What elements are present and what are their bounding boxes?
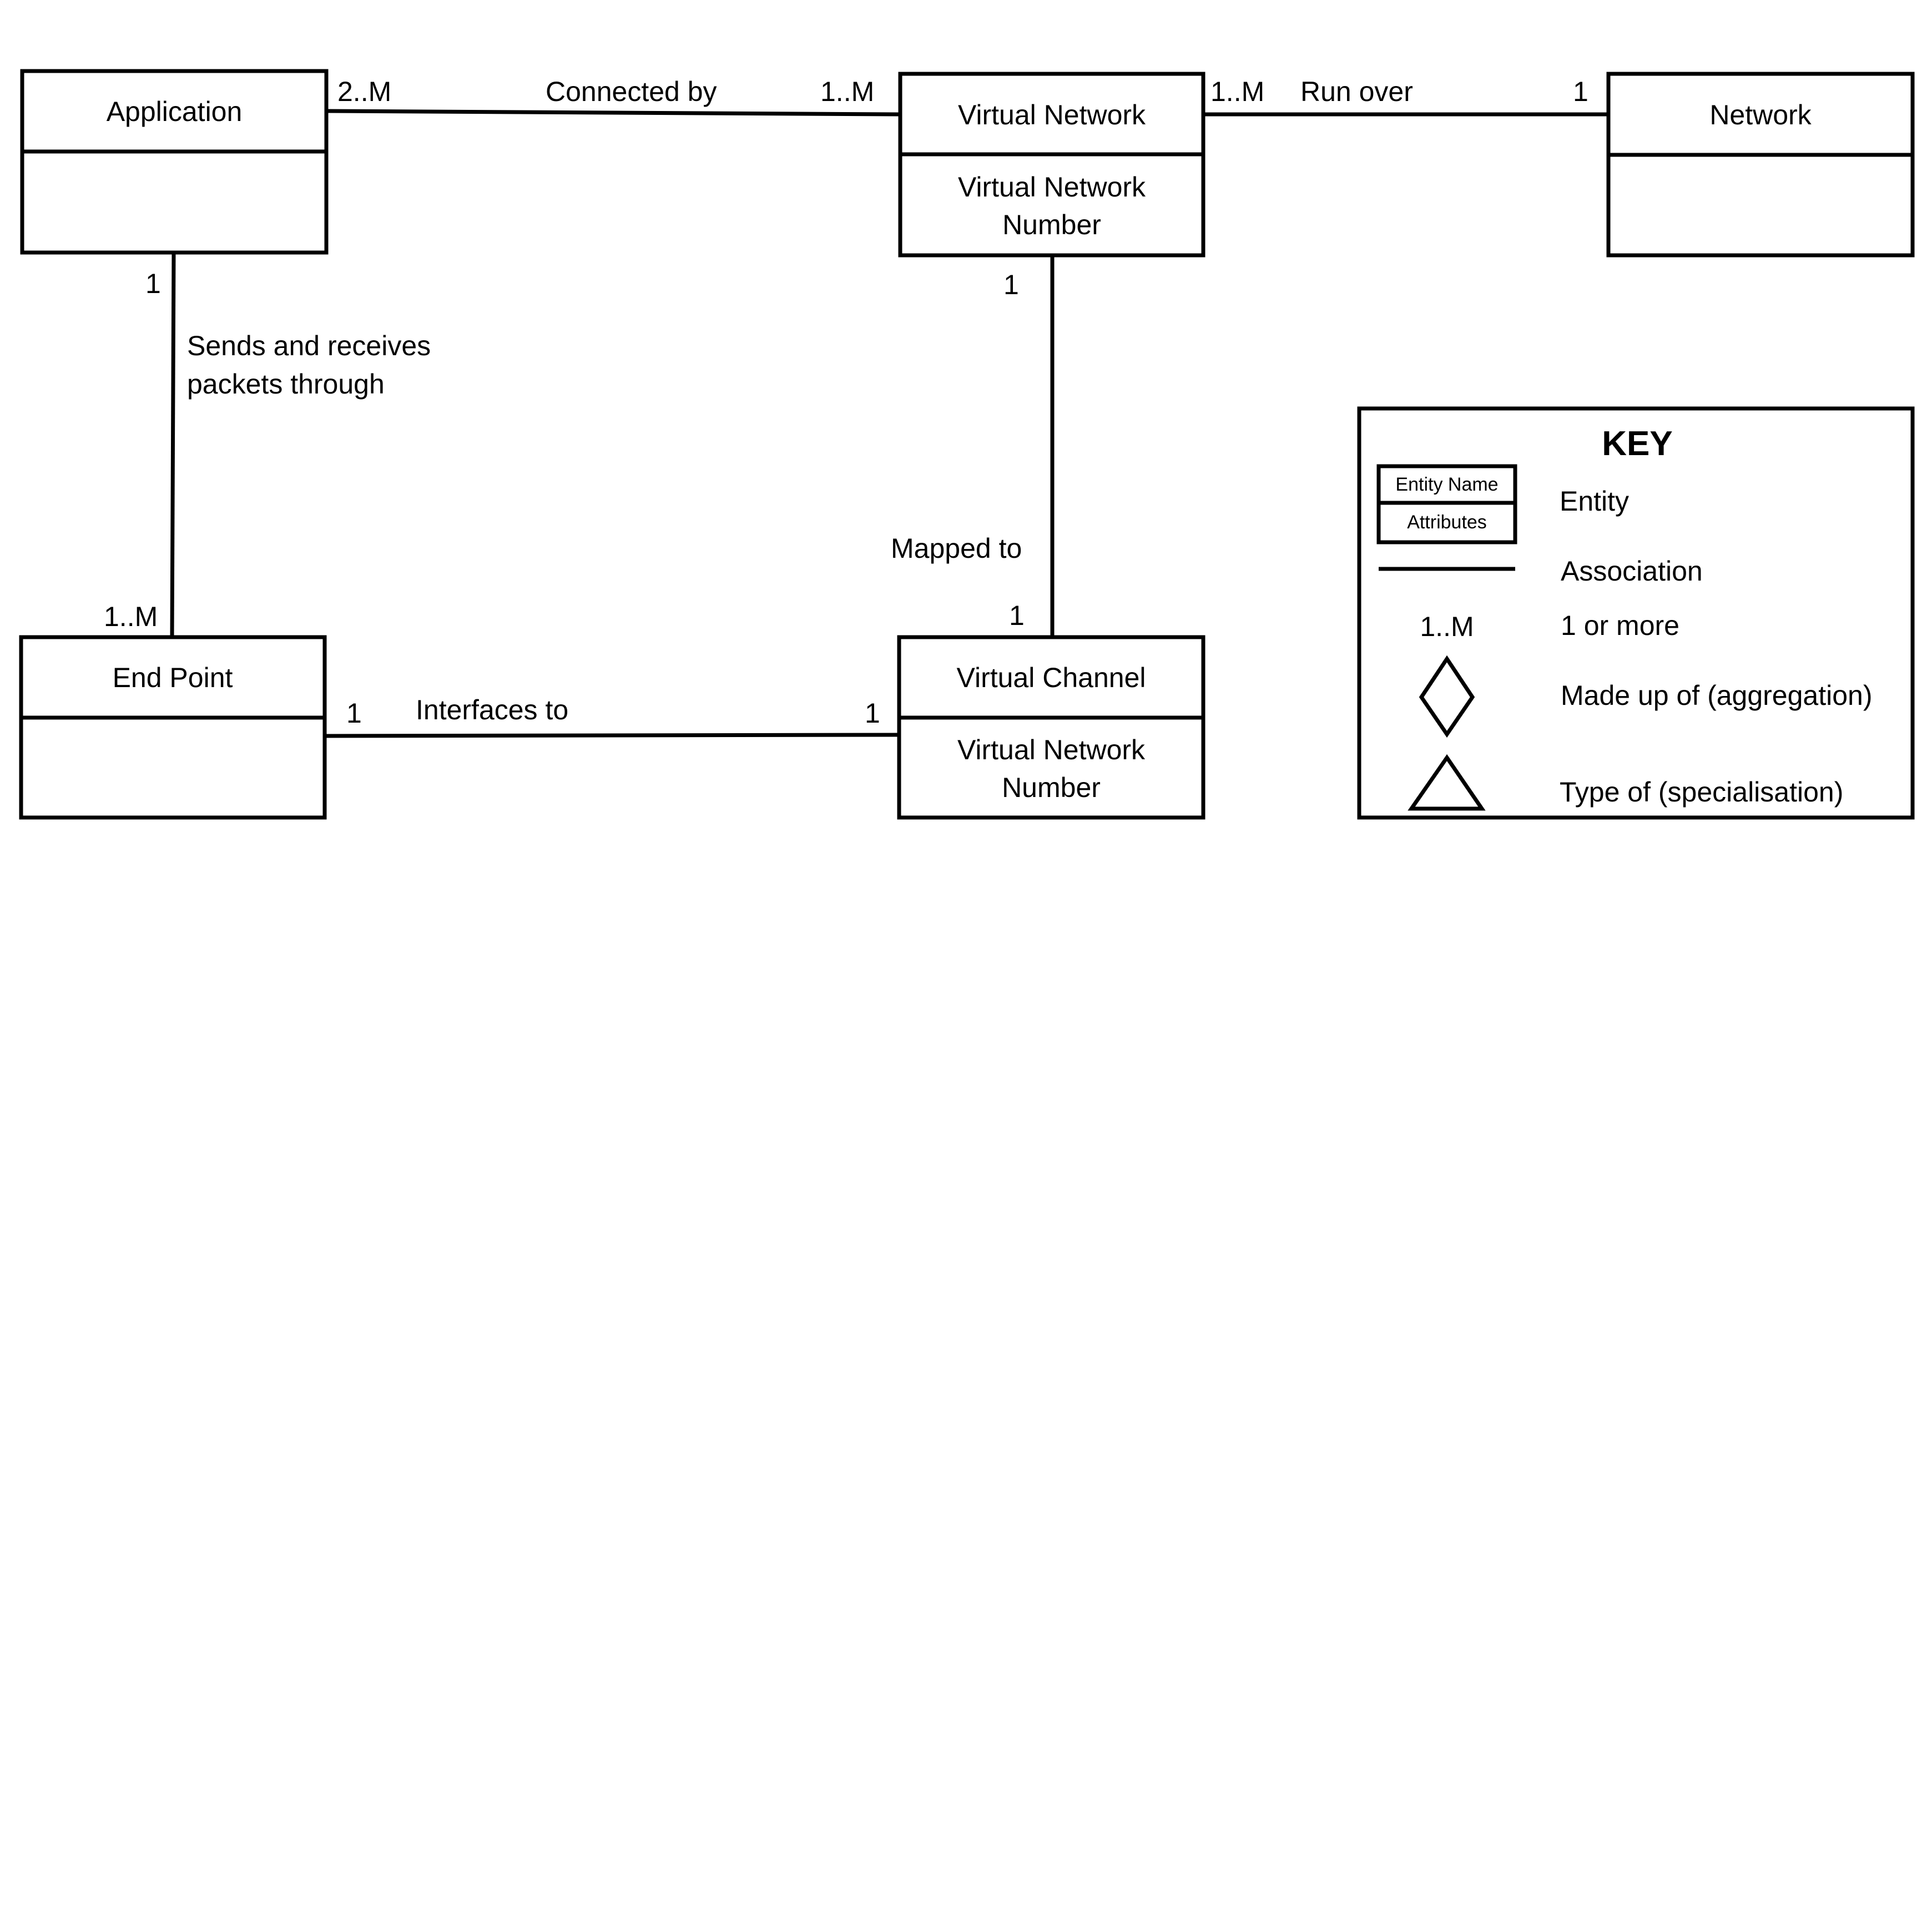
association-label-interfaces-to: Interfaces to	[416, 694, 568, 725]
multiplicity-label: 1	[1003, 269, 1019, 300]
entity-name: Virtual Channel	[957, 662, 1146, 693]
entity-virtual-network: Virtual Network Virtual Network Number	[898, 72, 1205, 258]
entity-virtual-network-frame	[898, 72, 1205, 258]
entity-name: End Point	[113, 662, 233, 693]
entity-attribute: Number	[1002, 209, 1101, 240]
legend-entity-name-sample: Entity Name	[1395, 474, 1498, 495]
entity-attribute: Virtual Network	[957, 734, 1146, 765]
association-label-sends-and-receives: Sends and receives	[187, 330, 431, 361]
multiplicity-label: 2..M	[337, 76, 391, 107]
specialisation-triangle-icon	[1408, 754, 1486, 811]
legend-attributes-sample: Attributes	[1407, 512, 1487, 533]
entity-application-frame	[20, 69, 329, 255]
aggregation-diamond-icon	[1419, 655, 1475, 738]
legend-entity-sample: Entity Name Attributes	[1376, 464, 1517, 544]
legend-multiplicity-symbol: 1..M	[1420, 611, 1474, 642]
legend-label-specialisation: Type of (specialisation)	[1560, 776, 1843, 808]
multiplicity-label: 1	[1009, 600, 1025, 631]
multiplicity-label: 1	[145, 268, 161, 299]
association-label-sends-and-receives: packets through	[187, 369, 385, 400]
legend-label-entity: Entity	[1560, 486, 1629, 517]
entity-network-frame	[1606, 72, 1915, 258]
multiplicity-label: 1	[1573, 76, 1588, 107]
association-line-sends-and-receives	[170, 252, 176, 638]
entity-name: Virtual Network	[958, 99, 1146, 130]
multiplicity-label: 1	[346, 698, 362, 729]
association-label-mapped-to: Mapped to	[891, 533, 1022, 564]
association-line-connected-by	[326, 109, 900, 117]
entity-end-point: End Point	[19, 635, 327, 820]
entity-end-point-frame	[19, 635, 327, 820]
multiplicity-label: 1..M	[820, 76, 874, 107]
association-label-connected-by: Connected by	[546, 76, 717, 107]
multiplicity-label: 1..M	[104, 601, 158, 632]
multiplicity-label: 1	[865, 698, 880, 729]
legend-label-multiplicity: 1 or more	[1561, 610, 1679, 641]
entity-network: Network	[1606, 72, 1915, 258]
entity-name: Network	[1709, 99, 1812, 130]
entity-attribute: Virtual Network	[958, 171, 1146, 203]
entity-virtual-channel-frame	[897, 635, 1205, 820]
legend-key: KEY Entity Name Attributes Entity Associ…	[1357, 406, 1915, 820]
entity-application: Application	[20, 69, 329, 255]
entity-name: Application	[107, 96, 243, 127]
association-line-interfaces-to	[324, 733, 900, 738]
association-label-run-over: Run over	[1300, 76, 1413, 107]
legend-title: KEY	[1602, 425, 1672, 463]
entity-virtual-channel: Virtual Channel Virtual Network Number	[897, 635, 1205, 820]
multiplicity-label: 1..M	[1210, 76, 1264, 107]
entity-attribute: Number	[1002, 772, 1101, 803]
legend-label-aggregation: Made up of (aggregation)	[1561, 680, 1872, 711]
legend-label-association: Association	[1561, 556, 1703, 587]
